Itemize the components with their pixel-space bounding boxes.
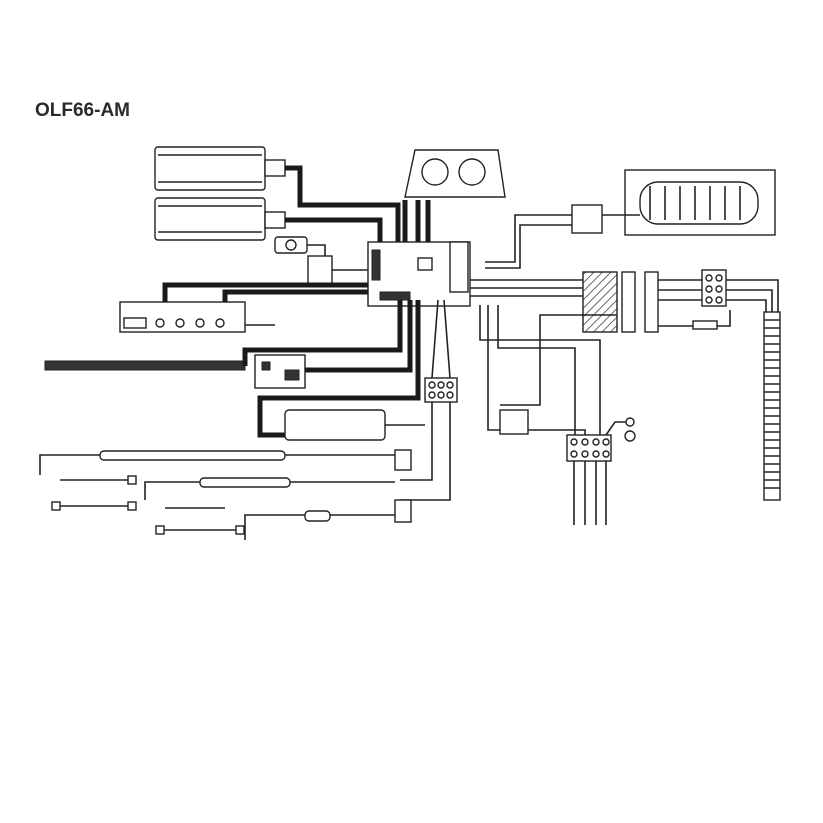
main-terminal-block	[566, 417, 636, 525]
main-wires	[479, 305, 601, 435]
terminal-block-heater	[701, 269, 779, 312]
led-strip	[44, 300, 403, 371]
switch-small	[274, 236, 368, 285]
heater-module-top	[154, 146, 286, 191]
led-controller	[254, 300, 413, 389]
blower-fan	[485, 169, 776, 269]
terminal-block-2	[400, 299, 458, 501]
heater-module-bottom	[154, 197, 286, 241]
fuse-holder	[499, 409, 529, 435]
control-board	[367, 241, 471, 307]
diagram-title: OLF66-AM	[35, 100, 130, 121]
transformer	[470, 271, 731, 406]
power-supply	[257, 300, 425, 441]
heating-element	[763, 311, 781, 501]
remote-receiver-module	[119, 282, 368, 333]
heater-harnesses	[285, 165, 431, 248]
lighting-cables	[39, 449, 412, 540]
speaker-unit	[404, 149, 506, 198]
